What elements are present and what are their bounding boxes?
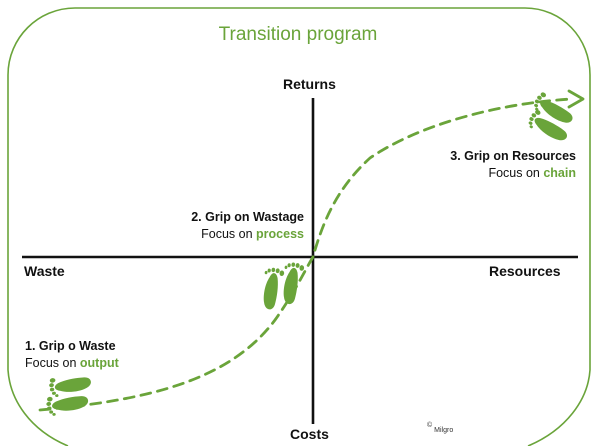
step-2-title: 2. Grip on Wastage [191,210,304,224]
step-2-focus: Focus on process [191,226,304,241]
step-3-focus: Focus on chain [450,165,576,180]
axis-label-bottom: Costs [290,426,329,442]
axis-label-left: Waste [24,263,65,279]
step-2-label: 2. Grip on Wastage Focus on process [191,211,304,240]
step-3-label: 3. Grip on Resources Focus on chain [450,150,576,179]
footprints-icon [525,90,577,146]
step-1-label: 1. Grip o Waste Focus on output [25,340,119,369]
arrow-head-icon [567,89,585,109]
step-1-focus-keyword: output [79,355,119,370]
diagram-title: Transition program [218,24,378,45]
step-3-title: 3. Grip on Resources [450,149,576,163]
transition-curve [38,97,574,412]
step-1-focus: Focus on output [25,355,119,370]
copyright-symbol: © [427,422,433,429]
copyright-note: ©Milgro [427,422,453,434]
step-3-focus-keyword: chain [543,165,576,180]
step-1-focus-prefix: Focus on [25,355,77,370]
step-2-focus-keyword: process [256,226,304,241]
step-2-focus-prefix: Focus on [201,226,253,241]
copyright-owner: Milgro [434,427,454,434]
step-1-title: 1. Grip o Waste [25,339,116,353]
axis-label-top: Returns [283,76,336,92]
frame-border [7,7,591,446]
step-3-focus-prefix: Focus on [488,165,540,180]
axis-label-right: Resources [489,263,561,279]
